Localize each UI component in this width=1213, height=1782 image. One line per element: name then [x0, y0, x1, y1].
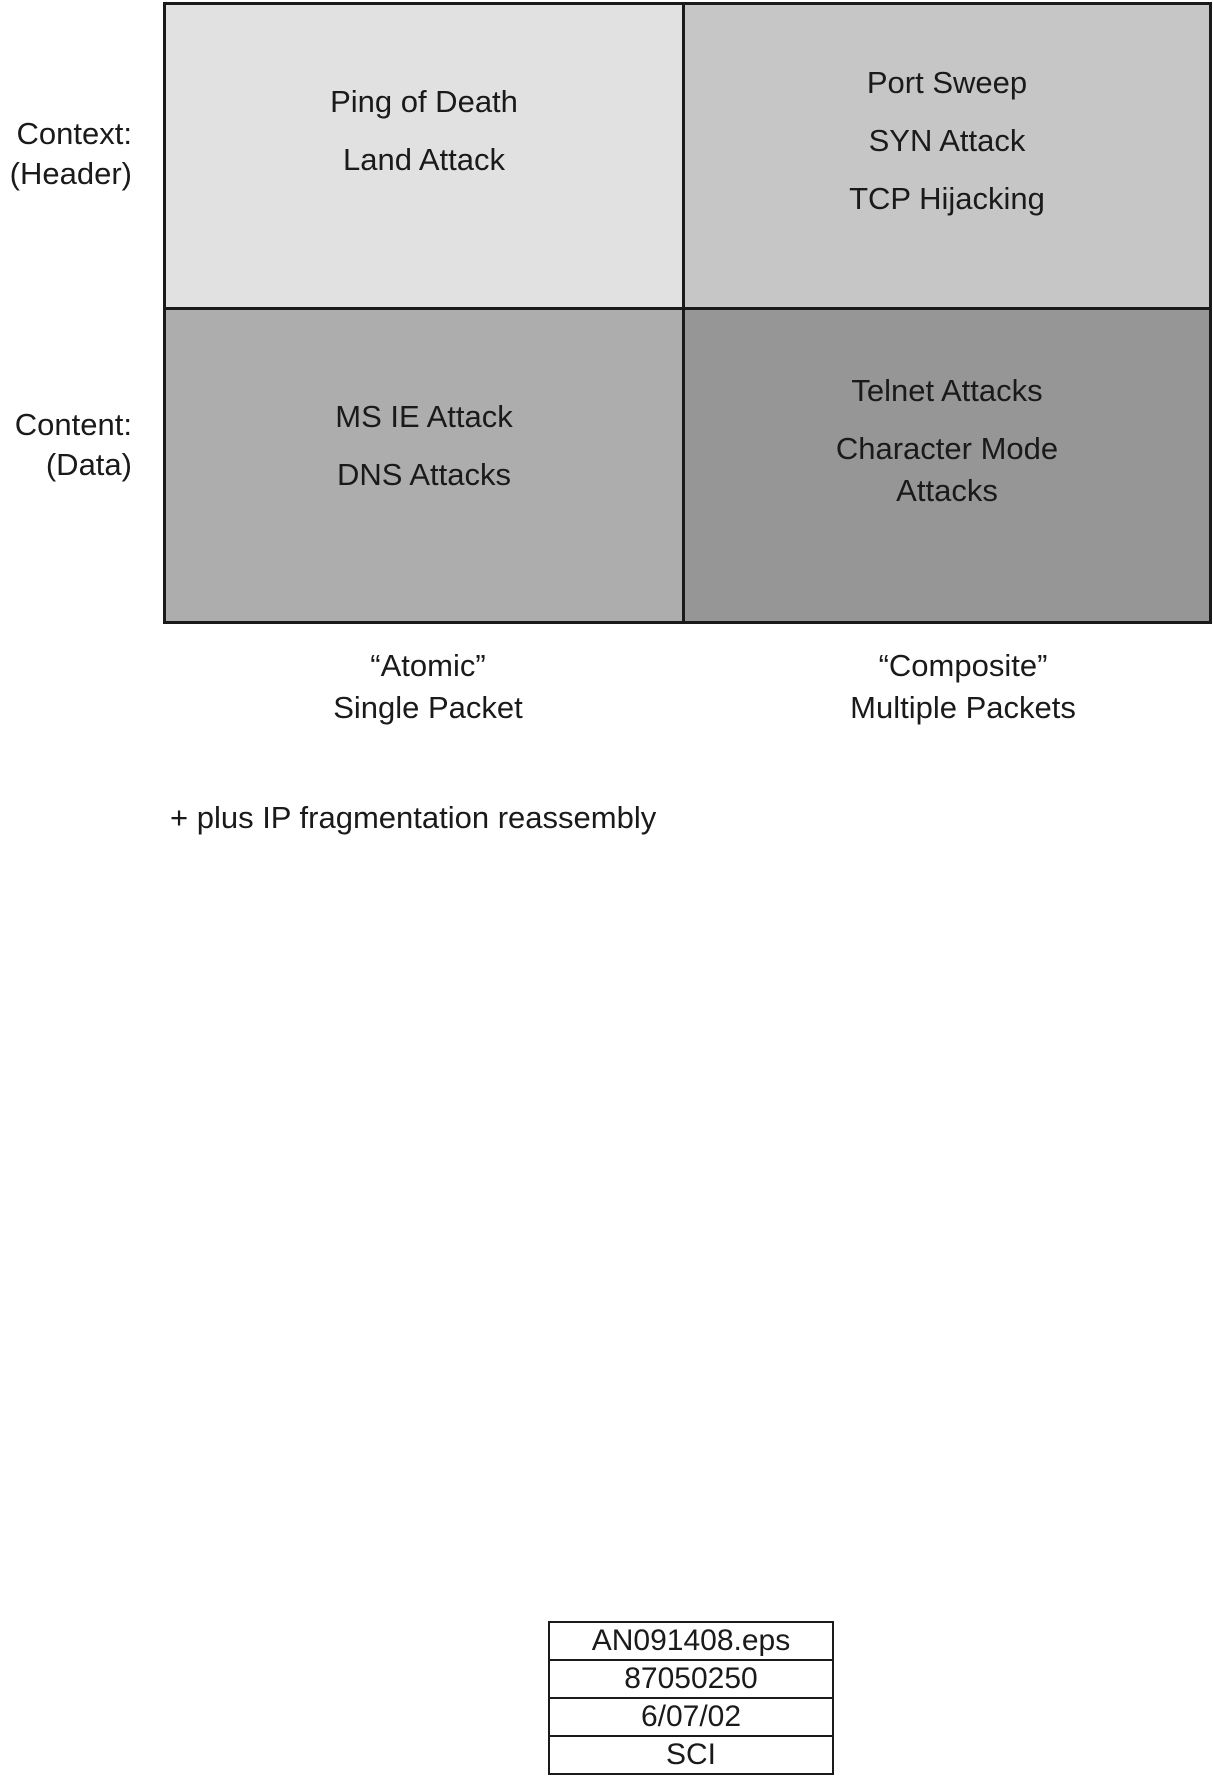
footnote: + plus IP fragmentation reassembly [170, 800, 657, 835]
stamp-number: 87050250 [548, 1659, 834, 1699]
column-label-atomic-line2: Single Packet [333, 690, 523, 725]
column-label-composite-line2: Multiple Packets [850, 690, 1076, 725]
cell-item: SYN Attack [868, 123, 1026, 158]
row-label-context-line2: (Header) [9, 156, 132, 191]
row-label-content-line2: (Data) [45, 447, 132, 482]
row-label-content: Content: (Data) [0, 405, 132, 485]
cell-context-atomic: Ping of Death Land Attack [166, 5, 685, 310]
cell-item: Port Sweep [866, 65, 1028, 100]
cell-item: Character Mode [835, 430, 1059, 466]
cell-item: TCP Hijacking [849, 181, 1045, 216]
cell-item: Ping of Death [330, 84, 518, 119]
column-label-atomic: “Atomic” Single Packet [228, 645, 628, 729]
cell-item: Attacks [896, 472, 998, 508]
stamp-filename: AN091408.eps [548, 1621, 834, 1661]
row-label-content-line1: Content: [14, 407, 132, 442]
cell-context-composite: Port Sweep SYN Attack TCP Hijacking [685, 5, 1209, 310]
column-label-composite: “Composite” Multiple Packets [763, 645, 1163, 729]
cell-item: MS IE Attack [335, 398, 513, 434]
column-label-atomic-line1: “Atomic” [370, 648, 486, 683]
stamp-date: 6/07/02 [548, 1697, 834, 1737]
row-label-context-line1: Context: [16, 116, 132, 151]
column-label-composite-line1: “Composite” [878, 648, 1048, 683]
figure-stamp: AN091408.eps 87050250 6/07/02 SCI [548, 1621, 834, 1775]
row-label-context: Context: (Header) [0, 114, 132, 194]
cell-content-composite: Telnet Attacks Character Mode Attacks [685, 310, 1209, 621]
attack-matrix: Ping of Death Land Attack Port Sweep SYN… [163, 2, 1212, 624]
cell-item: Telnet Attacks [851, 372, 1043, 408]
stamp-code: SCI [548, 1735, 834, 1775]
cell-item: Land Attack [342, 142, 505, 177]
cell-item: DNS Attacks [337, 456, 511, 492]
cell-content-atomic: MS IE Attack DNS Attacks [166, 310, 685, 621]
